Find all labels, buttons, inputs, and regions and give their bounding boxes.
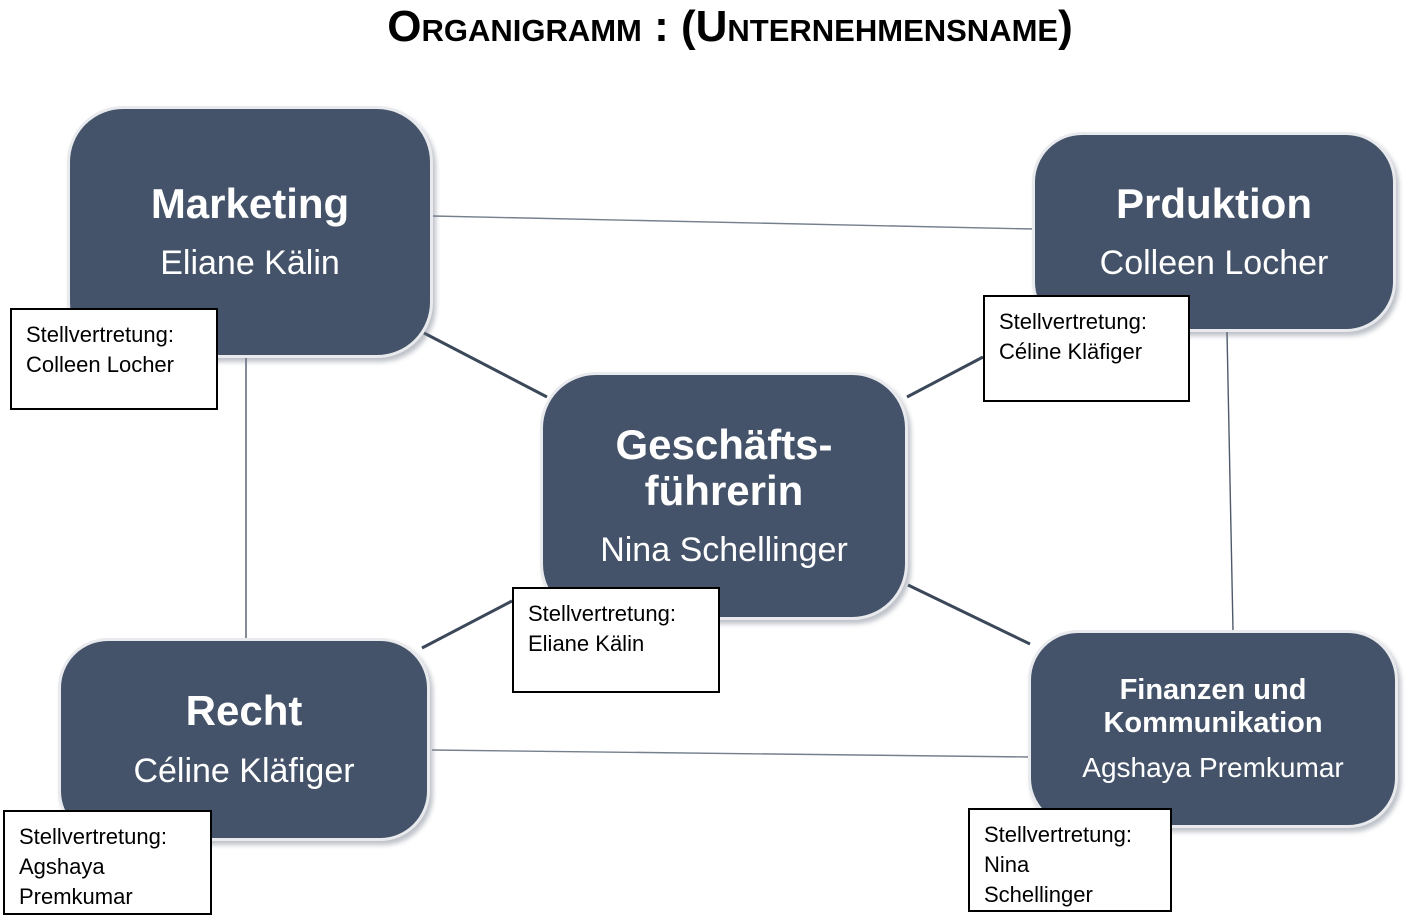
deputy-label-marketing: Stellvertretung: <box>26 322 174 347</box>
node-produktion-department: Prduktion <box>1116 179 1312 227</box>
deputy-box-recht: Stellvertretung: Agshaya Premkumar <box>3 810 212 915</box>
node-finanzen-department: Finanzen und Kommunikation <box>1103 674 1323 740</box>
node-recht-manager: Céline Kläfiger <box>133 751 355 790</box>
connector-marketing-produktion <box>432 215 1034 230</box>
deputy-name-produktion: Céline Kläfiger <box>999 339 1143 364</box>
node-geschaeftsfuehrerin-department-line2: führerin <box>644 466 804 514</box>
deputy-label-geschaeftsfuehrerin: Stellvertretung: <box>528 601 676 626</box>
deputy-box-produktion: Stellvertretung: Céline Kläfiger <box>983 295 1190 402</box>
node-finanzen: Finanzen und Kommunikation Agshaya Premk… <box>1028 630 1398 828</box>
deputy-label-finanzen: Stellvertretung: <box>984 822 1132 847</box>
deputy-box-finanzen: Stellvertretung: Nina Schellinger <box>968 808 1172 912</box>
deputy-name-recht: Agshaya Premkumar <box>19 854 133 909</box>
deputy-label-produktion: Stellvertretung: <box>999 309 1147 334</box>
connector-recht-finanzen <box>431 749 1029 758</box>
connector-geschaeftsfuehrerin-produktion <box>906 355 984 399</box>
connector-geschaeftsfuehrerin-finanzen <box>907 583 1031 646</box>
node-recht-department: Recht <box>185 687 303 735</box>
deputy-name-geschaeftsfuehrerin: Eliane Kälin <box>528 631 645 656</box>
node-marketing-department: Marketing <box>150 179 350 227</box>
connector-produktion-finanzen <box>1226 331 1234 631</box>
deputy-label-recht: Stellvertretung: <box>19 824 167 849</box>
connector-recht-geschaeftsfuehrerin <box>421 599 513 650</box>
connector-marketing-geschaeftsfuehrerin <box>423 331 548 399</box>
deputy-name-finanzen: Nina Schellinger <box>984 852 1093 907</box>
node-geschaeftsfuehrerin: Geschäfts- führerin Nina Schellinger <box>540 372 908 620</box>
deputy-box-geschaeftsfuehrerin: Stellvertretung: Eliane Kälin <box>512 587 720 693</box>
node-finanzen-manager: Agshaya Premkumar <box>1082 751 1344 783</box>
node-marketing-manager: Eliane Kälin <box>160 244 340 283</box>
node-geschaeftsfuehrerin-department: Geschäfts- führerin <box>615 420 833 514</box>
node-geschaeftsfuehrerin-manager: Nina Schellinger <box>600 531 848 570</box>
node-recht: Recht Céline Kläfiger <box>58 638 430 841</box>
node-produktion-manager: Colleen Locher <box>1099 244 1329 283</box>
diagram-title: Organigramm : (Unternehmensname) <box>387 2 1073 51</box>
deputy-name-marketing: Colleen Locher <box>26 352 174 377</box>
deputy-box-marketing: Stellvertretung: Colleen Locher <box>10 308 218 410</box>
node-geschaeftsfuehrerin-department-line1: Geschäfts- <box>615 420 833 468</box>
node-produktion: Prduktion Colleen Locher <box>1032 132 1396 332</box>
